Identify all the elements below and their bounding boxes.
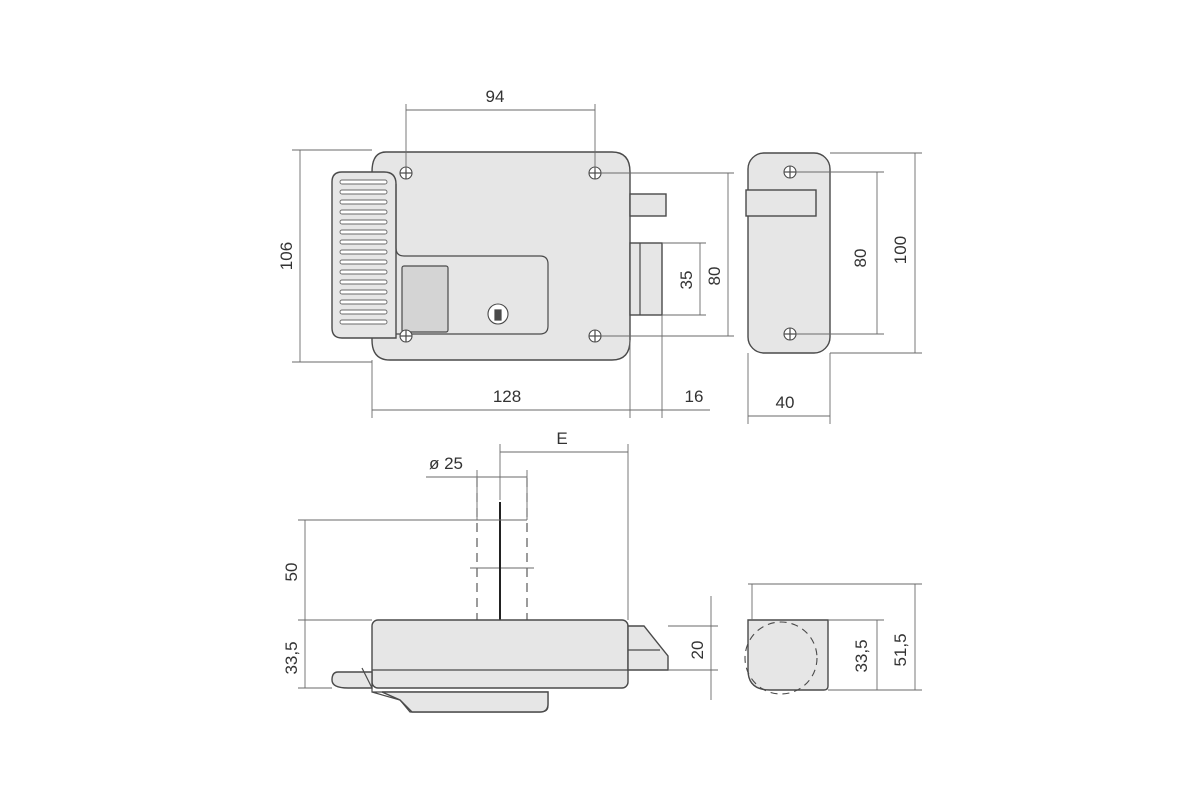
dimension-35: [662, 242, 706, 316]
label-106: 106: [277, 242, 296, 270]
case-plan: [371, 619, 629, 689]
label-128: 128: [493, 387, 521, 406]
dimension-33-5-keeper: [828, 619, 922, 691]
dimension-128-16: [371, 315, 710, 418]
label-33-5-case: 33,5: [282, 641, 301, 674]
dimension-33-5-case: [298, 620, 332, 689]
label-80-front: 80: [705, 267, 724, 286]
label-80-keeper: 80: [851, 249, 870, 268]
label-50: 50: [282, 563, 301, 582]
dimension-80-front: [601, 172, 734, 337]
grille-slots: [339, 179, 388, 325]
label-16: 16: [685, 387, 704, 406]
keeper-cylinder: [744, 621, 818, 695]
keeper-tab: [745, 189, 817, 217]
keeper-plan-body: [747, 619, 829, 691]
dimension-51-5: [748, 583, 922, 690]
label-100: 100: [891, 236, 910, 264]
label-diameter: ø 25: [429, 454, 463, 473]
label-20: 20: [688, 641, 707, 660]
dimension-E: [499, 444, 629, 620]
dimension-diameter: [426, 470, 528, 520]
keeper-plan-view: [744, 583, 922, 695]
dimension-50: [298, 519, 527, 621]
dimension-40: [747, 353, 831, 424]
dimension-106: [292, 149, 372, 363]
front-view: [292, 104, 734, 418]
plan-view: [298, 444, 718, 713]
keeper-view: [745, 152, 922, 424]
label-40: 40: [776, 393, 795, 412]
dimension-94: [405, 104, 596, 170]
keeper-body: [747, 152, 831, 354]
label-94: 94: [486, 87, 505, 106]
label-E: E: [556, 429, 567, 448]
latch-rail: [629, 193, 667, 217]
dimension-20: [668, 596, 718, 700]
bolt-plan: [627, 625, 669, 671]
dimension-100: [830, 152, 922, 354]
release-button: [401, 265, 449, 333]
dimension-80-keeper: [796, 171, 884, 335]
label-35: 35: [677, 271, 696, 290]
main-bolt: [629, 242, 663, 316]
label-51-5: 51,5: [891, 633, 910, 666]
label-33-5-keeper: 33,5: [852, 639, 871, 672]
handle-plan: [331, 671, 373, 689]
